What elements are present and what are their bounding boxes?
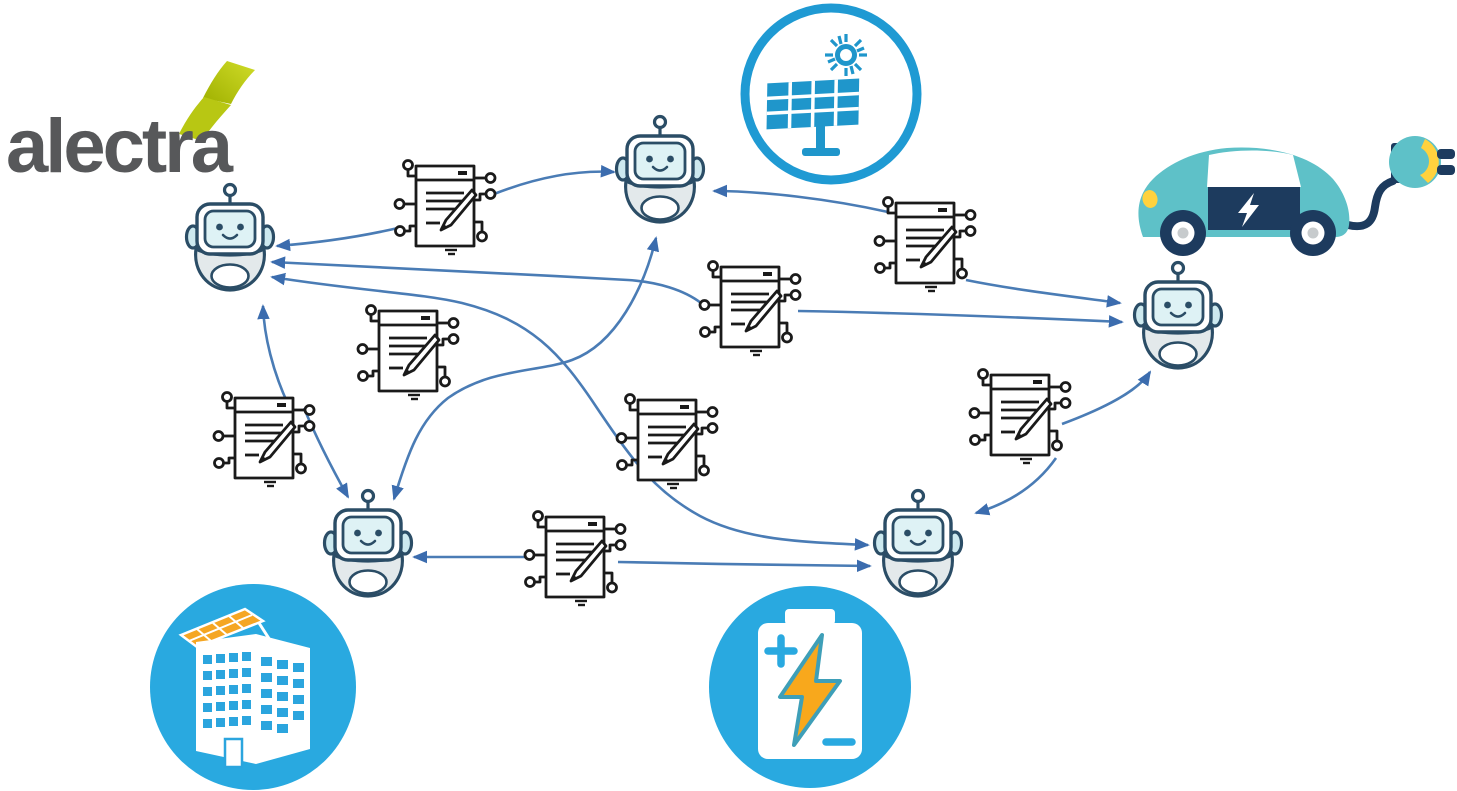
arrow-c8-to-a5	[617, 559, 872, 573]
smart-contract-c2	[356, 304, 460, 401]
smart-contract-c4	[698, 260, 802, 357]
energy-entities-layer	[148, 8, 1455, 791]
arrow-c7-to-a5	[974, 457, 1058, 516]
battery-storage	[709, 586, 911, 788]
arrow-c1-to-a1	[275, 226, 399, 252]
smart-contract-c1	[393, 159, 497, 256]
office-building	[148, 582, 358, 791]
trading-agents-layer	[184, 114, 1224, 598]
arrow-c6-to-a3	[965, 278, 1122, 308]
arrow-c3-to-a1	[257, 304, 290, 405]
logo-swoosh-lower	[179, 97, 231, 141]
arrow-c6-to-a2	[712, 184, 889, 214]
smart-contract-c3	[212, 391, 316, 488]
smart-contract-c5	[615, 393, 719, 490]
arrow-c4-to-a1	[270, 256, 702, 305]
trading-agent-solar	[614, 114, 706, 224]
alectra-logo: alectra	[6, 61, 255, 189]
smart-contract-c6	[873, 196, 977, 293]
trading-agent-building	[322, 488, 414, 598]
trading-agent-battery	[872, 488, 964, 598]
arrow-c7-to-a3	[1061, 370, 1152, 426]
arrow-c3-to-a4	[302, 407, 350, 499]
logo-wordmark: alectra	[6, 104, 234, 189]
electric-vehicle	[1138, 136, 1455, 256]
logo-swoosh-upper	[203, 61, 255, 104]
smart-contract-c8	[523, 510, 627, 607]
contract-arrows-layer	[257, 164, 1152, 573]
solar-farm	[745, 8, 917, 180]
arrow-a4-to-a2	[391, 236, 660, 501]
trading-agent-left	[184, 182, 276, 292]
arrow-c4-to-a3	[797, 309, 1124, 328]
smart-contract-c7	[968, 368, 1072, 465]
trading-agent-ev	[1132, 260, 1224, 370]
arrow-c1-to-a2	[493, 164, 616, 196]
